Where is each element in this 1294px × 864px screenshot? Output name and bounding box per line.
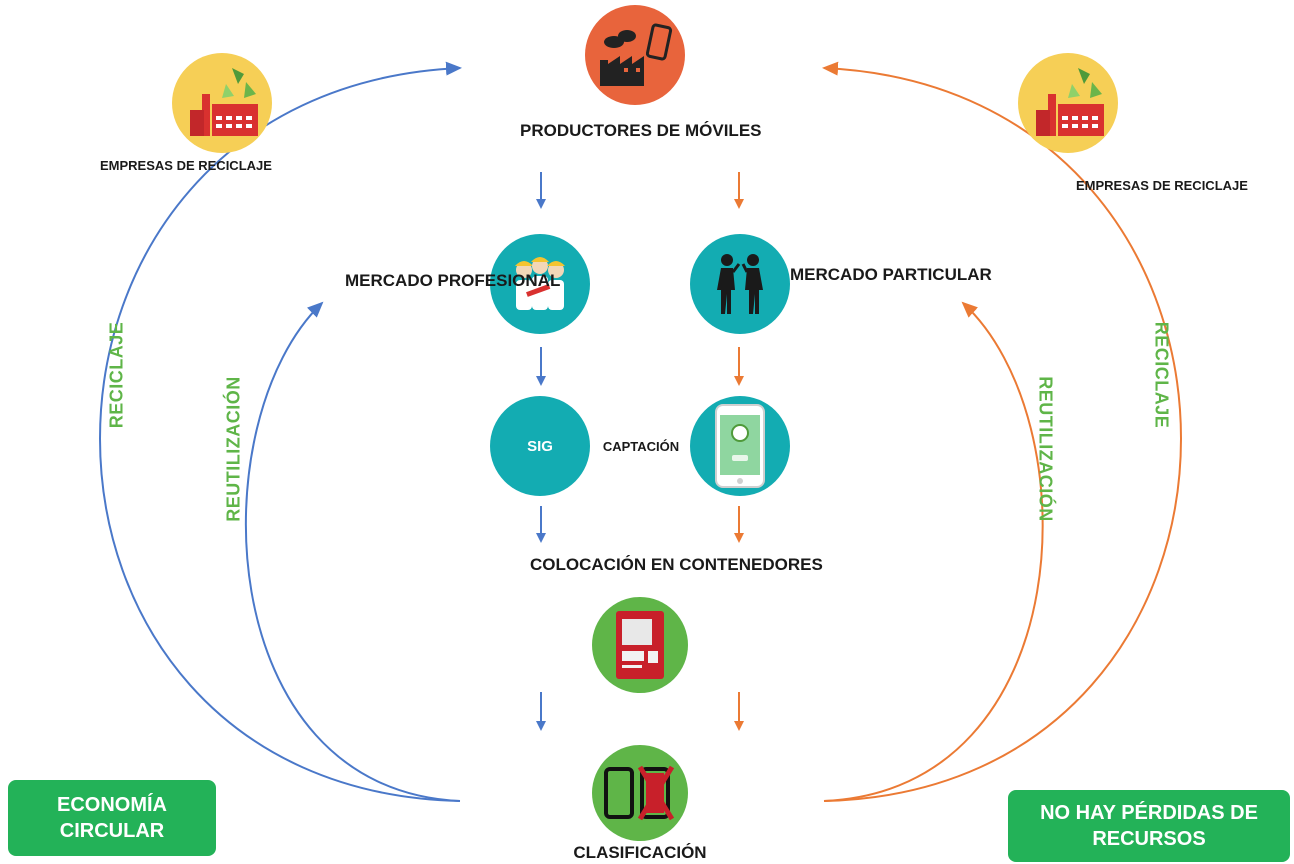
reutilizacion-left-cycle-label: REUTILIZACIÓN bbox=[223, 376, 244, 522]
no-perdidas-badge: NO HAY PÉRDIDAS DE RECURSOS bbox=[1008, 790, 1290, 862]
colocacion-label: COLOCACIÓN EN CONTENEDORES bbox=[530, 555, 823, 574]
people-talking-icon bbox=[717, 254, 763, 314]
recycling-factory-icon bbox=[190, 68, 258, 136]
factory-phone-icon bbox=[600, 23, 673, 86]
recycling-factory-icon bbox=[1036, 68, 1104, 136]
reutilizacion-right-cycle-label: REUTILIZACIÓN bbox=[1035, 376, 1056, 522]
reciclaje-right-node bbox=[1018, 53, 1118, 153]
economia-circular-badge: ECONOMÍA CIRCULAR bbox=[8, 780, 216, 856]
workers-icon bbox=[515, 257, 565, 310]
arc-reutilizacion-right bbox=[823, 301, 1044, 802]
reciclaje-left-cycle-label: RECICLAJE bbox=[106, 321, 127, 429]
arc-reciclaje-right bbox=[822, 61, 1182, 802]
sig-label: SIG bbox=[527, 437, 553, 455]
reciclaje-right-cycle-label: RECICLAJE bbox=[1151, 321, 1172, 429]
mercado-particular-label: MERCADO PARTICULAR bbox=[790, 265, 992, 284]
arc-reciclaje-left bbox=[99, 61, 462, 802]
economia-circular-text: ECONOMÍA CIRCULAR bbox=[57, 794, 167, 842]
arc-reutilizacion-left bbox=[245, 301, 461, 802]
productores-node bbox=[585, 5, 685, 105]
smartphone-app-icon bbox=[715, 404, 765, 488]
phones-sorted-icon bbox=[604, 765, 675, 821]
sig-node: SIG bbox=[490, 396, 590, 496]
reciclaje-left-node bbox=[172, 53, 272, 153]
captacion-label: CAPTACIÓN bbox=[602, 439, 680, 454]
container-icon bbox=[616, 611, 664, 679]
reciclaje-left-label: EMPRESAS DE RECICLAJE bbox=[100, 158, 272, 173]
colocacion-node bbox=[592, 597, 688, 693]
reciclaje-right-label: EMPRESAS DE RECICLAJE bbox=[1076, 178, 1248, 193]
productores-label: PRODUCTORES DE MÓVILES bbox=[520, 121, 762, 140]
clasificacion-node bbox=[592, 745, 688, 841]
mercado-particular-node bbox=[690, 234, 790, 334]
mercado-profesional-label: MERCADO PROFESIONAL bbox=[345, 271, 561, 290]
no-perdidas-text: NO HAY PÉRDIDAS DE RECURSOS bbox=[1040, 802, 1258, 850]
mercado-profesional-node bbox=[490, 234, 590, 334]
clasificacion-label: CLASIFICACIÓN bbox=[573, 843, 707, 862]
captacion-node bbox=[690, 396, 790, 496]
